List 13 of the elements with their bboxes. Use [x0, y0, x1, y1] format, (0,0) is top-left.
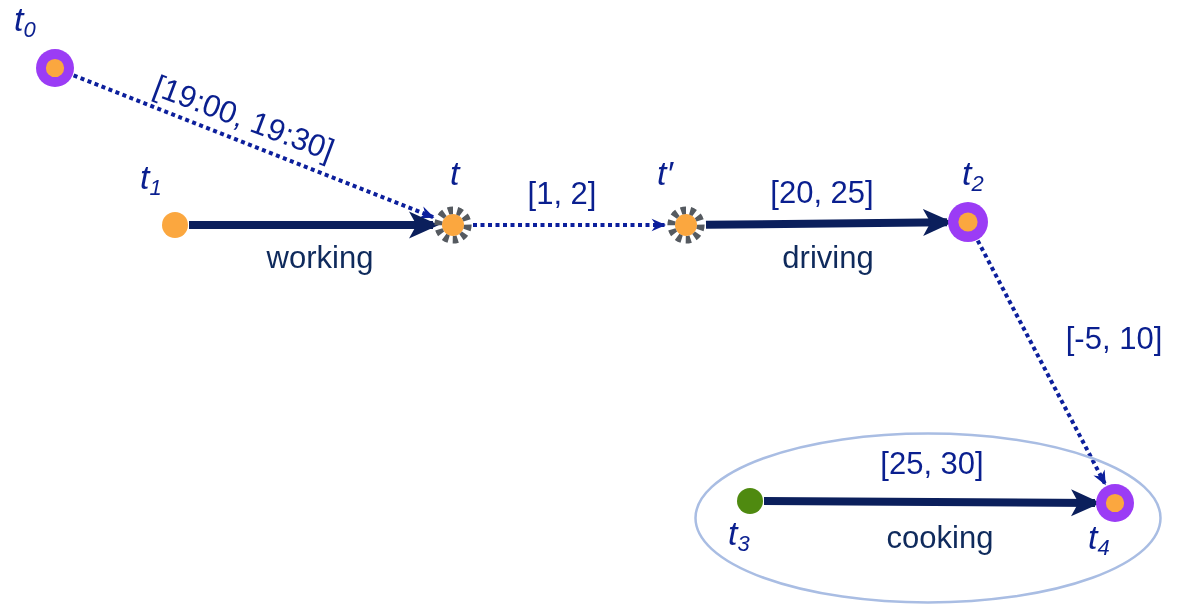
group-ellipse — [694, 432, 1162, 604]
time-point-label: t$_{3}$ — [728, 516, 750, 550]
time-point-label: t′ — [657, 156, 673, 190]
time-point-label: t$_{2}$ — [962, 156, 984, 190]
arrow — [72, 73, 436, 220]
arrow — [473, 218, 666, 232]
time-point-label: t — [450, 156, 460, 190]
time-point-label: t$_{0}$ — [14, 2, 36, 36]
arrow — [189, 211, 439, 239]
arrow — [975, 239, 1108, 487]
time-point-label: t$_{4}$ — [1088, 520, 1110, 554]
activity-label: cooking — [886, 521, 994, 553]
activity-label: driving — [782, 241, 874, 273]
